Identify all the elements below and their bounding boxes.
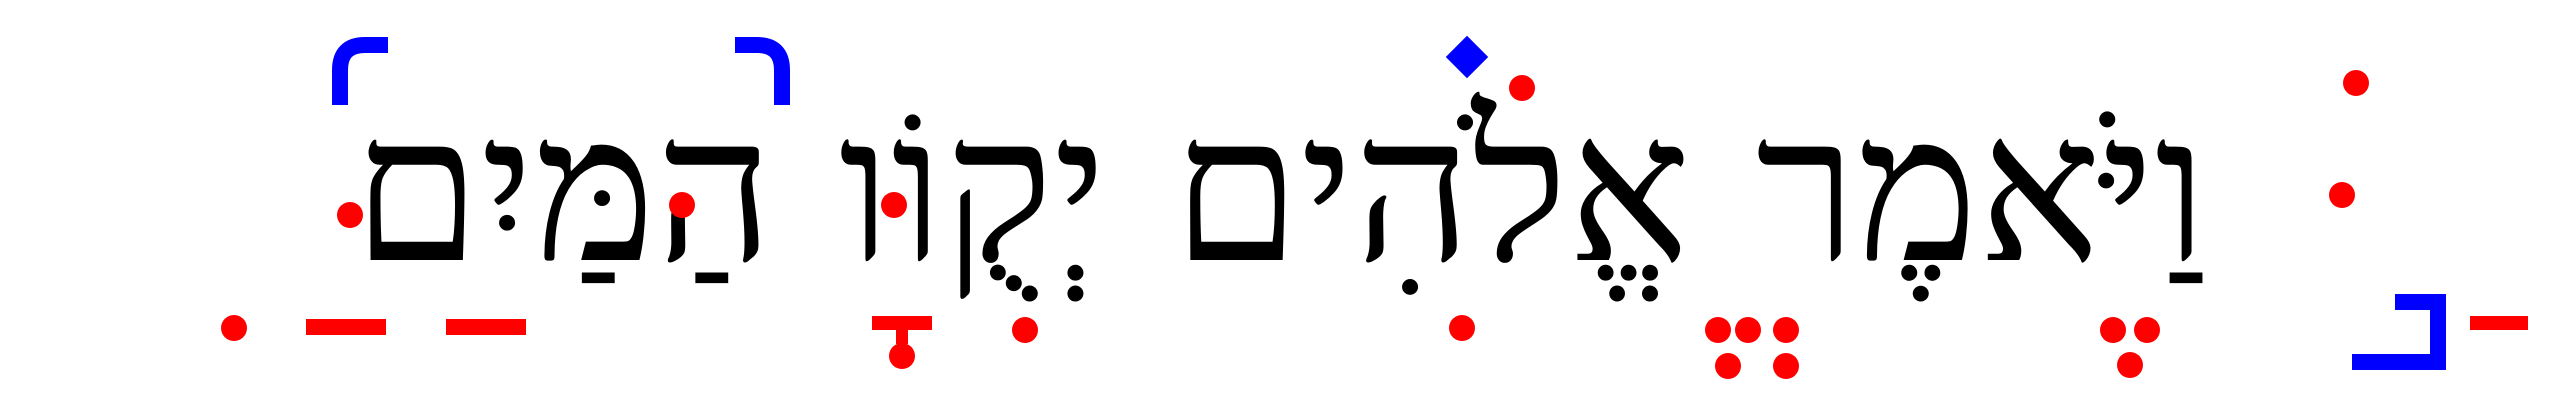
red-dot-mark bbox=[2117, 352, 2143, 378]
red-dot-mark bbox=[2343, 70, 2369, 96]
red-dash-mark bbox=[306, 319, 386, 335]
blue-diamond-mark bbox=[1445, 35, 1489, 79]
red-dot-mark bbox=[2134, 317, 2160, 343]
red-dot-mark bbox=[1449, 315, 1475, 341]
red-dot-mark bbox=[669, 192, 695, 218]
red-dot-mark bbox=[221, 315, 247, 341]
red-t-marker-stem bbox=[896, 328, 908, 344]
red-dot-mark bbox=[1773, 353, 1799, 379]
red-dot-mark bbox=[337, 202, 363, 228]
red-dot-mark bbox=[889, 343, 915, 369]
blue-hook-mark bbox=[735, 37, 790, 105]
red-dash-mark bbox=[2470, 316, 2528, 330]
blue-hook-mark bbox=[332, 37, 388, 105]
red-dot-mark bbox=[2329, 182, 2355, 208]
hebrew-text-line: וַיֹּאמֶר אֱלֹהִים יְקֻוֹו הַמַּיִם bbox=[352, 71, 2208, 309]
red-dot-mark bbox=[1509, 75, 1535, 101]
red-dot-mark bbox=[881, 192, 907, 218]
red-dot-mark bbox=[1012, 317, 1038, 343]
red-t-marker bbox=[872, 316, 932, 330]
red-dot-mark bbox=[1735, 317, 1761, 343]
blue-corner-mark bbox=[2352, 294, 2446, 370]
red-dot-mark bbox=[1715, 353, 1741, 379]
red-dash-mark bbox=[446, 319, 526, 335]
red-dot-mark bbox=[1705, 317, 1731, 343]
red-dot-mark bbox=[2100, 317, 2126, 343]
red-dot-mark bbox=[1773, 317, 1799, 343]
